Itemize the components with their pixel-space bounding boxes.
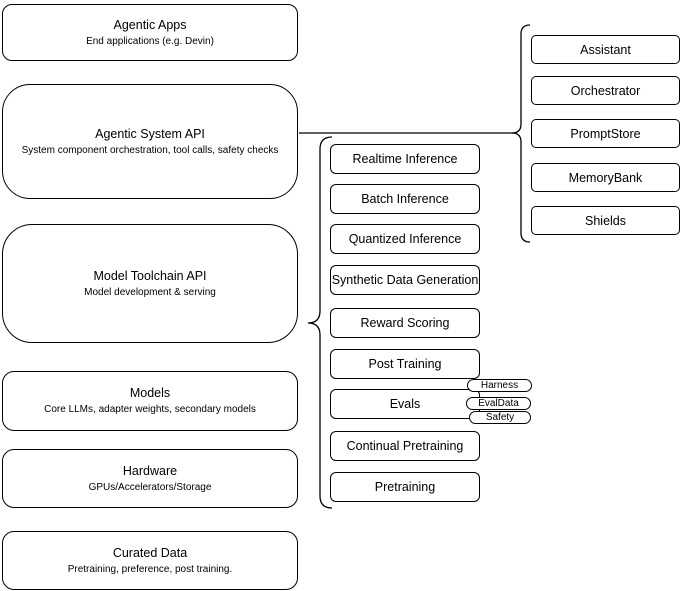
box-models: Models Core LLMs, adapter weights, secon… (2, 371, 298, 431)
box-title: Agentic Apps (113, 17, 187, 32)
box-promptstore: PromptStore (531, 119, 680, 148)
box-hardware: Hardware GPUs/Accelerators/Storage (2, 449, 298, 508)
box-synthetic-data-generation: Synthetic Data Generation (330, 265, 480, 295)
box-label: Continual Pretraining (346, 439, 464, 453)
box-label: Post Training (368, 357, 442, 371)
box-evals: Evals (330, 389, 480, 419)
box-curated-data: Curated Data Pretraining, preference, po… (2, 531, 298, 590)
box-subtitle: Core LLMs, adapter weights, secondary mo… (44, 404, 256, 415)
box-title: Hardware (122, 463, 178, 478)
box-label: Assistant (580, 42, 631, 57)
box-subtitle: Model development & serving (84, 286, 216, 298)
badge-label: EvalData (478, 397, 519, 409)
box-reward-scoring: Reward Scoring (330, 308, 480, 338)
box-title: Curated Data (112, 545, 188, 560)
box-label: Orchestrator (570, 83, 641, 98)
box-memorybank: MemoryBank (531, 163, 680, 192)
system-components-brace (511, 24, 531, 243)
box-pretraining: Pretraining (330, 472, 480, 502)
box-continual-pretraining: Continual Pretraining (330, 431, 480, 461)
box-orchestrator: Orchestrator (531, 76, 680, 105)
box-shields: Shields (531, 206, 680, 235)
box-subtitle: GPUs/Accelerators/Storage (88, 481, 212, 493)
box-subtitle: Pretraining, preference, post training. (67, 563, 233, 575)
box-realtime-inference: Realtime Inference (330, 144, 480, 174)
box-batch-inference: Batch Inference (330, 184, 480, 214)
box-assistant: Assistant (531, 35, 680, 64)
box-agentic-system-api: Agentic System API System component orch… (2, 84, 298, 199)
box-label: Reward Scoring (360, 316, 450, 330)
toolchain-brace (307, 136, 333, 509)
box-title: Model Toolchain API (93, 268, 207, 283)
box-label: Batch Inference (361, 192, 449, 206)
badge-harness: Harness (467, 379, 532, 392)
box-model-toolchain-api: Model Toolchain API Model development & … (2, 224, 298, 343)
badge-evaldata: EvalData (466, 397, 531, 410)
box-label: Realtime Inference (352, 152, 458, 166)
box-subtitle: End applications (e.g. Devin) (86, 35, 214, 47)
box-quantized-inference: Quantized Inference (330, 224, 480, 254)
box-title: Models (129, 386, 171, 400)
box-label: Shields (585, 213, 626, 228)
box-label: MemoryBank (568, 170, 643, 185)
box-label: Evals (389, 397, 421, 411)
box-subtitle: System component orchestration, tool cal… (21, 144, 279, 156)
box-label: PromptStore (570, 126, 641, 141)
badge-safety: Safety (469, 411, 531, 424)
box-title: Agentic System API (95, 126, 205, 141)
box-label: Quantized Inference (348, 232, 462, 246)
box-agentic-apps: Agentic Apps End applications (e.g. Devi… (2, 4, 298, 61)
box-post-training: Post Training (330, 349, 480, 379)
box-label: Pretraining (374, 480, 436, 494)
badge-label: Harness (480, 379, 519, 391)
badge-label: Safety (485, 411, 515, 423)
box-label: Synthetic Data Generation (331, 273, 479, 287)
